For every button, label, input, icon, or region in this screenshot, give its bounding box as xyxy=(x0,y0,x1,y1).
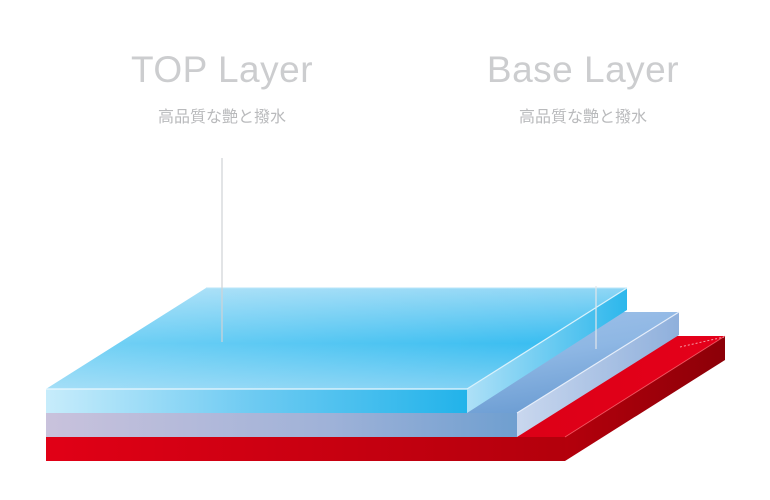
top-layer-front-face xyxy=(46,389,467,413)
substrate-front-face xyxy=(46,437,565,461)
base-layer-subtitle: 高品質な艶と撥水 xyxy=(518,107,647,126)
top-layer-label: TOP Layer 高品質な艶と撥水 xyxy=(112,50,332,127)
base-layer-title: Base Layer xyxy=(486,49,680,90)
substrate-side-face xyxy=(565,336,725,461)
top-layer-title: TOP Layer xyxy=(130,49,314,90)
top-layer-subtitle: 高品質な艶と撥水 xyxy=(157,107,286,126)
top-layer-slab xyxy=(46,287,628,413)
base-layer-side-face xyxy=(517,312,679,437)
base-layer-front-face xyxy=(46,413,517,437)
top-layer-side-face xyxy=(467,288,627,413)
base-layer-label: Base Layer 高品質な艶と撥水 xyxy=(463,50,703,127)
